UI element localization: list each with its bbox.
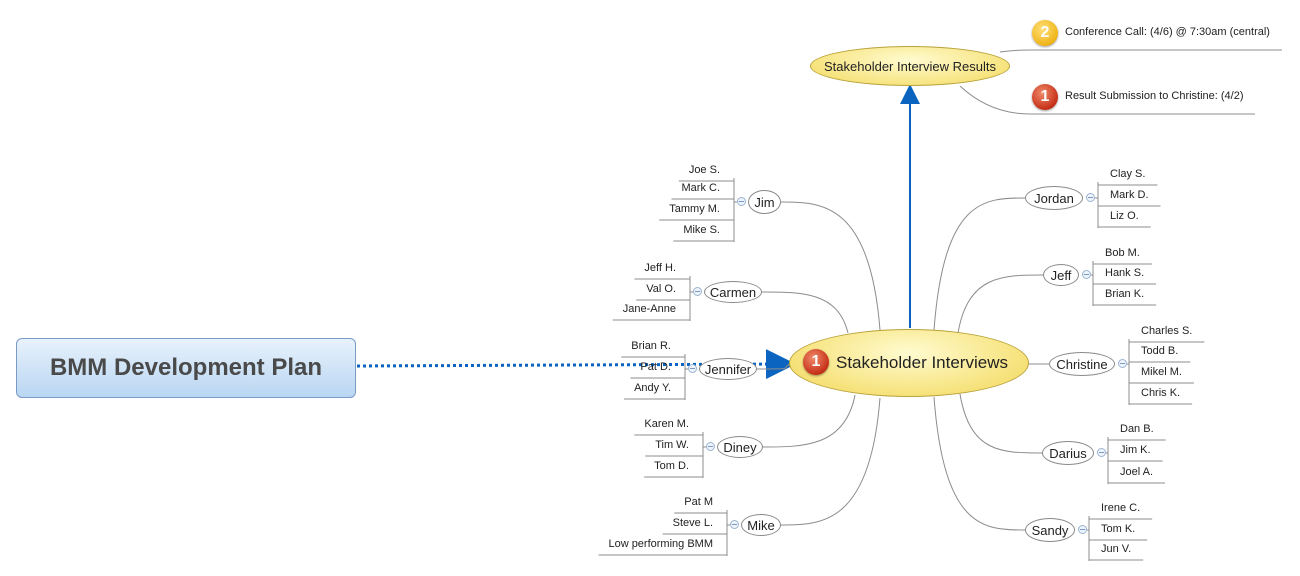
member-label[interactable]: Tom K. (1101, 523, 1136, 535)
branch-line-jennifer (756, 363, 791, 370)
member-label[interactable]: Chris K. (1141, 387, 1181, 399)
member-label[interactable]: Pat D. (640, 361, 671, 373)
priority-1-icon: 1 (1032, 84, 1058, 110)
central-topic-label: Stakeholder Interviews (836, 353, 1008, 372)
person-node-mike[interactable]: Mike (741, 514, 781, 536)
priority-2-icon: 2 (1032, 20, 1058, 46)
member-label[interactable]: Jun V. (1101, 543, 1132, 555)
branch-line-jeff (957, 274, 1044, 334)
person-node-darius[interactable]: Darius (1042, 441, 1094, 465)
person-node-jim[interactable]: Jim (748, 190, 781, 214)
collapse-toggle-icon[interactable] (1086, 193, 1095, 202)
note-conference-call: Conference Call: (4/6) @ 7:30am (central… (1065, 26, 1270, 38)
member-label[interactable]: Karen M. (644, 418, 689, 430)
member-label[interactable]: Brian K. (1105, 288, 1145, 300)
member-label[interactable]: Pat M (684, 496, 713, 508)
collapse-toggle-icon[interactable] (1097, 448, 1106, 457)
member-label[interactable]: Brian R. (631, 340, 671, 352)
member-label[interactable]: Tammy M. (669, 203, 720, 215)
priority-1-icon: 1 (803, 349, 829, 375)
member-label[interactable]: Jane-Anne (622, 303, 676, 315)
branch-line-carmen (761, 291, 849, 334)
member-label[interactable]: Mark C. (681, 182, 721, 194)
person-node-christine[interactable]: Christine (1049, 352, 1115, 376)
collapse-toggle-icon[interactable] (1118, 359, 1127, 368)
person-node-jeff[interactable]: Jeff (1043, 264, 1079, 286)
person-node-sandy[interactable]: Sandy (1025, 518, 1075, 542)
branch-line-sandy (933, 396, 1026, 531)
member-label[interactable]: Tim W. (655, 439, 689, 451)
person-node-carmen[interactable]: Carmen (704, 281, 762, 303)
note-result-submission: Result Submission to Christine: (4/2) (1065, 90, 1244, 102)
member-label[interactable]: Mikel M. (1141, 366, 1182, 378)
collapse-toggle-icon[interactable] (688, 364, 697, 373)
collapse-toggle-icon[interactable] (706, 442, 715, 451)
member-label[interactable]: Low performing BMM (608, 538, 713, 550)
member-label[interactable]: Clay S. (1110, 168, 1146, 180)
person-node-jordan[interactable]: Jordan (1025, 186, 1083, 210)
member-label[interactable]: Bob M. (1105, 247, 1140, 259)
member-label[interactable]: Mark D. (1110, 189, 1149, 201)
branch-line-diney (762, 394, 856, 448)
collapse-toggle-icon[interactable] (730, 520, 739, 529)
person-node-jennifer[interactable]: Jennifer (699, 358, 757, 380)
collapse-toggle-icon[interactable] (1078, 525, 1087, 534)
member-label[interactable]: Jim K. (1120, 444, 1151, 456)
root-topic-label: BMM Development Plan (49, 354, 323, 381)
member-label[interactable]: Jeff H. (644, 262, 676, 274)
member-label[interactable]: Steve L. (672, 517, 713, 529)
person-node-diney[interactable]: Diney (717, 436, 763, 458)
branch-line-jim (780, 201, 881, 331)
member-label[interactable]: Joe S. (688, 164, 720, 176)
branch-line-mike (780, 397, 881, 526)
member-label[interactable]: Val O. (646, 283, 676, 295)
member-label[interactable]: Andy Y. (634, 382, 671, 394)
central-topic[interactable]: Stakeholder Interviews (789, 329, 1029, 397)
member-label[interactable]: Mike S. (683, 224, 720, 236)
collapse-toggle-icon[interactable] (737, 197, 746, 206)
branch-line-darius (959, 393, 1043, 454)
member-label[interactable]: Hank S. (1105, 267, 1145, 279)
collapse-toggle-icon[interactable] (1082, 270, 1091, 279)
member-label[interactable]: Dan B. (1120, 423, 1154, 435)
member-label[interactable]: Joel A. (1120, 466, 1154, 478)
branch-line-jordan (933, 197, 1026, 331)
member-label[interactable]: Tom D. (654, 460, 689, 472)
member-label[interactable]: Liz O. (1110, 210, 1139, 222)
collapse-toggle-icon[interactable] (693, 287, 702, 296)
results-topic[interactable]: Stakeholder Interview Results (810, 46, 1010, 86)
results-topic-label: Stakeholder Interview Results (824, 58, 996, 74)
root-topic[interactable]: BMM Development Plan (16, 338, 356, 398)
member-label[interactable]: Todd B. (1141, 345, 1179, 357)
member-label[interactable]: Irene C. (1101, 502, 1141, 514)
member-label[interactable]: Charles S. (1141, 325, 1193, 337)
